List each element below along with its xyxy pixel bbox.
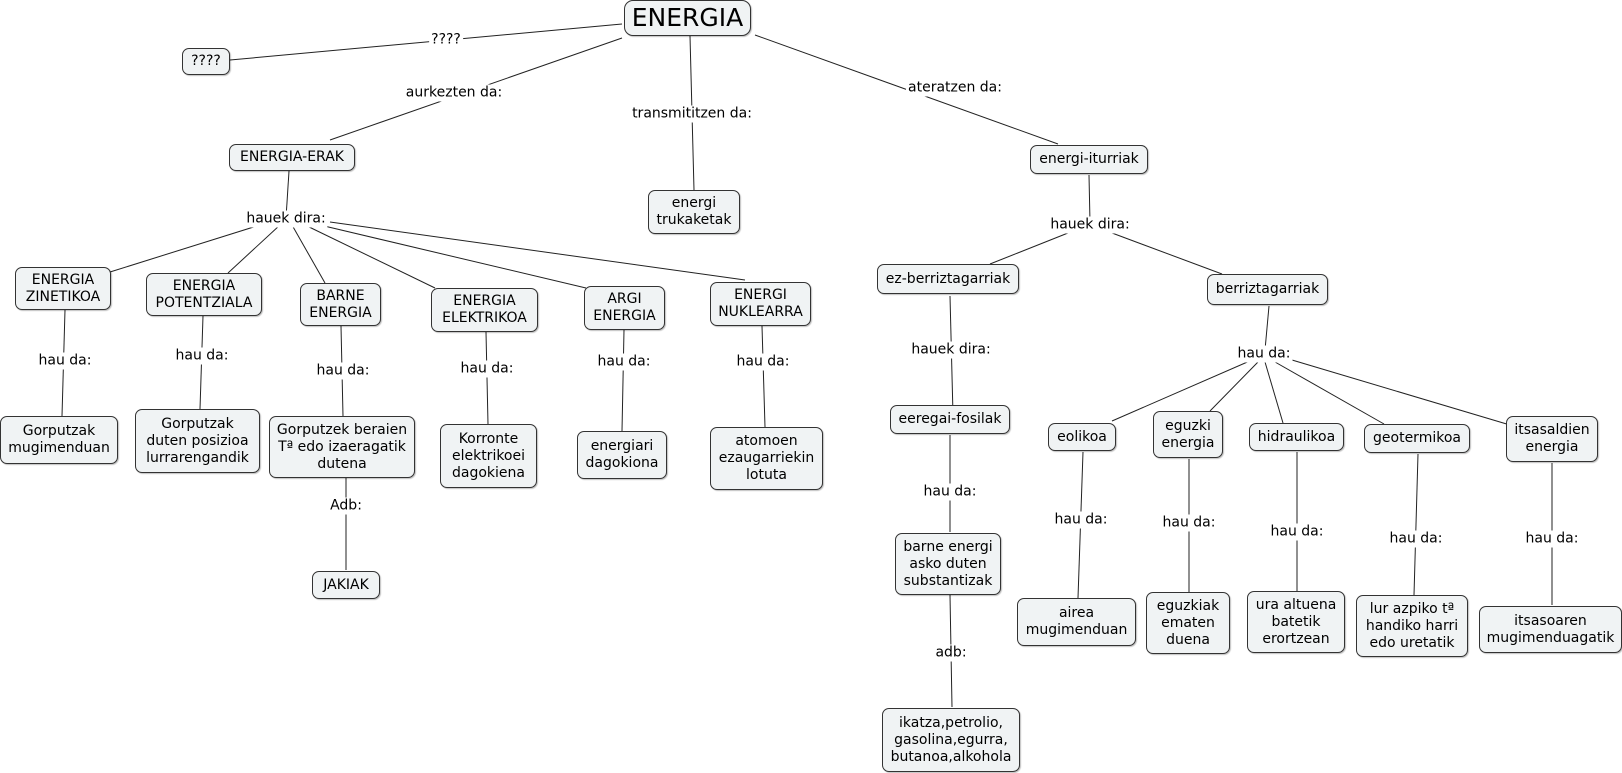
link-label: hau da: [458, 360, 516, 378]
edge [1264, 361, 1284, 424]
concept-eguzki-def[interactable]: eguzkiak ematen duena [1146, 592, 1230, 654]
concept-itsasaldien-def[interactable]: itsasoaren mugimenduagatik [1479, 606, 1622, 653]
concept-ez-berriztagarriak[interactable]: ez-berriztagarriak [877, 264, 1019, 294]
concept-eolikoa-def[interactable]: airea mugimenduan [1017, 598, 1136, 646]
concept-berriztagarriak[interactable]: berriztagarriak [1207, 274, 1328, 305]
edge [1111, 359, 1253, 422]
link-label: hauek dira: [244, 210, 328, 228]
edge [761, 325, 766, 428]
concept-argi[interactable]: ARGI ENERGIA [584, 286, 665, 330]
edge [1209, 361, 1259, 412]
link-label: hau da: [36, 352, 94, 370]
link-label: Adb: [328, 497, 364, 515]
link-label: adb: [933, 644, 969, 662]
edge [1264, 305, 1270, 351]
link-label: ateratzen da: [906, 79, 1004, 97]
concept-geotermikoa-def[interactable]: lur azpiko tª handiko harri edo uretatik [1356, 595, 1468, 657]
edge [319, 224, 587, 289]
concept-eeregai-fosilak[interactable]: eeregai-fosilak [890, 405, 1010, 434]
edge [1088, 174, 1091, 224]
concept-hidraulikoa-def[interactable]: ura altuena batetik erortzean [1247, 591, 1345, 653]
edge [291, 224, 326, 284]
concept-hidraulikoa[interactable]: hidraulikoa [1249, 423, 1344, 451]
concept-nuklearra[interactable]: ENERGI NUKLEARRA [710, 282, 811, 326]
link-label: ???? [429, 31, 463, 49]
link-label: hau da: [734, 353, 792, 371]
edge [304, 224, 436, 289]
concept-elektrikoa-def[interactable]: Korronte elektrikoei dagokiena [440, 424, 537, 488]
concept-barne-def[interactable]: Gorputzek beraien Tª edo izaeragatik dut… [269, 416, 415, 478]
concept-zinetikoa-def[interactable]: Gorputzak mugimenduan [0, 416, 118, 464]
edge [229, 23, 623, 61]
edge [621, 329, 625, 432]
concept-potentziala[interactable]: ENERGIA POTENTZIALA [146, 273, 262, 316]
edge [329, 221, 746, 281]
concept-energi-iturriak[interactable]: energi-iturriak [1030, 145, 1148, 174]
concept-ikatza[interactable]: ikatza,petrolio, gasolina,egurra, butano… [882, 708, 1020, 772]
concept-eguzki[interactable]: eguzki energia [1153, 411, 1223, 458]
concept-itsasaldien[interactable]: itsasaldien energia [1506, 416, 1598, 462]
concept-barne-energi[interactable]: barne energi asko duten substantizak [895, 533, 1001, 595]
edge [285, 170, 290, 219]
edge [989, 232, 1069, 265]
link-label: transmititzen da: [630, 105, 754, 123]
link-label: hau da: [1235, 345, 1293, 363]
link-label: hau da: [1387, 530, 1445, 548]
link-label: hau da: [1523, 530, 1581, 548]
concept-energi-trukaketak[interactable]: energi trukaketak [648, 190, 740, 234]
link-label: hau da: [921, 483, 979, 501]
concept-zinetikoa[interactable]: ENERGIA ZINETIKOA [15, 267, 111, 310]
link-label: hau da: [173, 347, 231, 365]
concept-eolikoa[interactable]: eolikoa [1048, 423, 1116, 451]
concept-question[interactable]: ???? [182, 48, 230, 75]
edge [227, 224, 281, 274]
concept-energia-erak[interactable]: ENERGIA-ERAK [229, 144, 355, 171]
link-label: hau da: [314, 362, 372, 380]
edge [1274, 361, 1385, 425]
concept-argi-def[interactable]: energiari dagokiona [577, 431, 667, 479]
link-label: hau da: [1268, 523, 1326, 541]
concept-jakiak[interactable]: JAKIAK [312, 571, 380, 599]
concept-energia[interactable]: ENERGIA [624, 0, 751, 36]
link-label: hau da: [1160, 514, 1218, 532]
edge [1291, 359, 1511, 426]
concept-elektrikoa[interactable]: ENERGIA ELEKTRIKOA [431, 288, 538, 332]
link-label: hauek dira: [909, 341, 993, 359]
concept-geotermikoa[interactable]: geotermikoa [1364, 424, 1470, 453]
link-label: hauek dira: [1048, 216, 1132, 234]
concept-potentziala-def[interactable]: Gorputzak duten posizioa lurrarengandik [135, 409, 260, 473]
edge [485, 331, 489, 425]
concept-nuklearra-def[interactable]: atomoen ezaugarriekin lotuta [710, 427, 823, 490]
link-label: hau da: [595, 353, 653, 371]
link-label: aurkezten da: [403, 84, 505, 102]
link-label: hau da: [1052, 511, 1110, 529]
edge [1111, 232, 1223, 275]
edge [109, 224, 261, 273]
edge [1413, 453, 1419, 596]
concept-barne[interactable]: BARNE ENERGIA [300, 283, 381, 326]
